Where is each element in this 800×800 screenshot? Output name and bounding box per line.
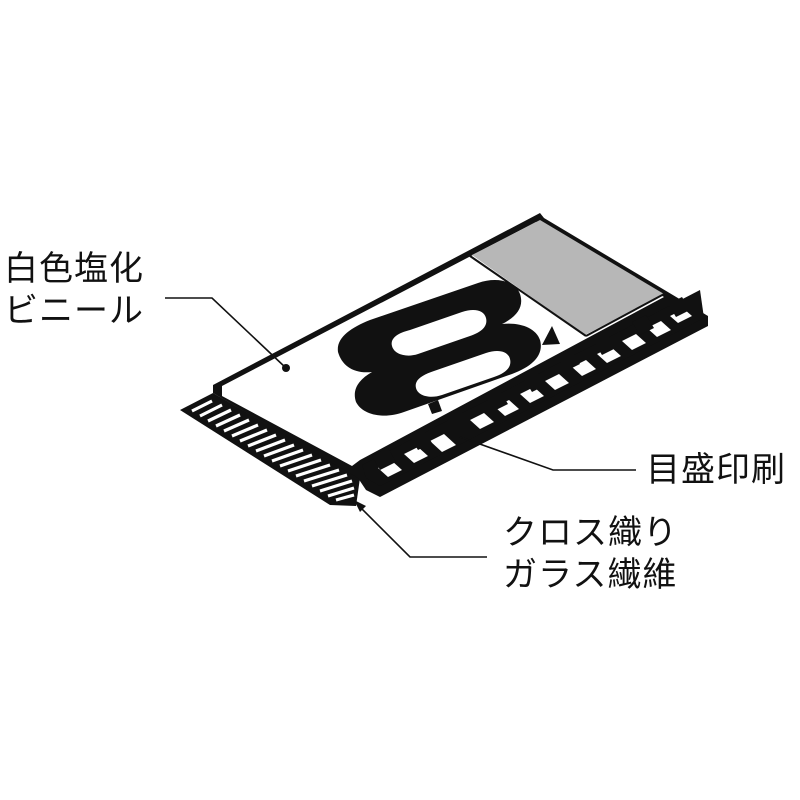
gray-band — [472, 220, 664, 335]
digit-eight — [337, 280, 541, 416]
scale-print-leader — [459, 436, 636, 471]
glass-fiber-label: クロス織り ガラス繊維 — [503, 512, 678, 596]
glass-fiber-leader — [357, 504, 487, 558]
glass-fiber-layer — [180, 393, 360, 506]
glass-fiber-label-line2: ガラス繊維 — [503, 555, 678, 595]
scale-print-label-text: 目盛印刷 — [646, 450, 786, 490]
leader-lines — [165, 297, 636, 558]
vinyl-label-line1: 白色塩化 — [4, 249, 144, 289]
vinyl-leader — [165, 297, 287, 369]
scale-ticks — [362, 290, 704, 486]
scale-print-label: 目盛印刷 — [646, 449, 786, 491]
glass-fiber-label-line1: クロス織り — [503, 513, 678, 553]
vinyl-label-line2: ビニール — [4, 291, 144, 331]
vinyl-label: 白色塩化 ビニール — [4, 248, 144, 332]
